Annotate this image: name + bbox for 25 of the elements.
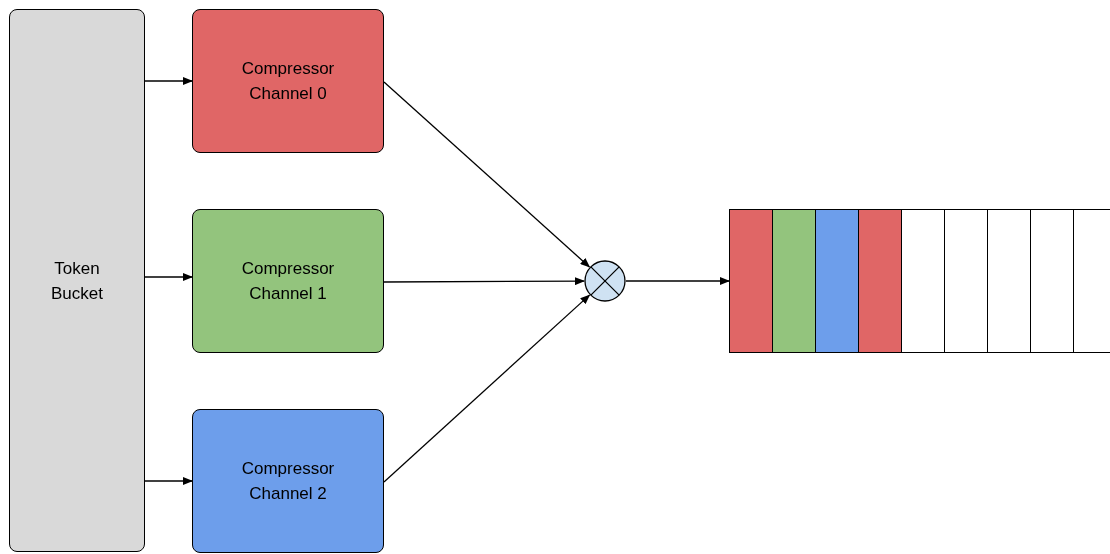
queue-slot: [987, 209, 1031, 353]
node-label: Compressor Channel 0: [240, 58, 336, 105]
queue-slot: [901, 209, 945, 353]
queue-slot: [815, 209, 859, 353]
node-label: Token Bucket: [50, 257, 104, 305]
arrow: [383, 277, 585, 286]
queue-slot: [858, 209, 902, 353]
channel-box: [192, 409, 384, 553]
queue-slot: [1030, 209, 1074, 353]
channel-box: [192, 9, 384, 153]
queue-slot: [1073, 209, 1110, 353]
queue-slot: [772, 209, 816, 353]
bucket-box: [9, 9, 145, 552]
queue-slot: [729, 209, 773, 353]
arrow: [383, 294, 591, 483]
queue-slot: [944, 209, 988, 353]
node-label: Compressor Channel 2: [240, 458, 336, 505]
node-label: Compressor Channel 1: [240, 258, 336, 305]
arrow: [144, 477, 193, 485]
multiplexer-symbol: [584, 260, 626, 302]
arrow: [625, 277, 730, 285]
channel-box: [192, 209, 384, 353]
arrow: [144, 77, 193, 85]
arrow: [383, 81, 591, 268]
arrow: [144, 273, 193, 281]
